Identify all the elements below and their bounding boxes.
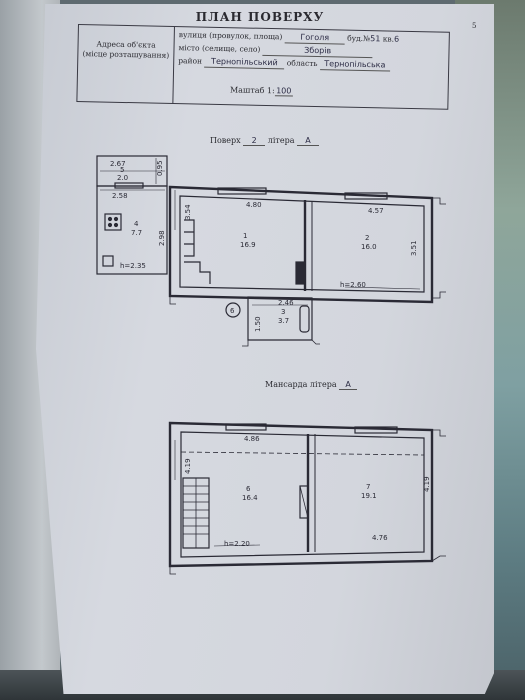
marker-6-text: 6 (230, 307, 235, 315)
room-7-number: 7 (366, 483, 370, 491)
burner-3 (107, 222, 113, 228)
room-1-area: 16.9 (240, 241, 256, 249)
attic-heading: Мансарда літера А (265, 380, 358, 390)
sink-room4 (102, 255, 114, 267)
burner-2 (113, 216, 119, 222)
marker-6-circle (225, 302, 241, 318)
room-6-area: 16.4 (242, 494, 258, 502)
attic-corner-tr (432, 429, 446, 437)
dim-4-57: 4.57 (368, 207, 384, 215)
room-6-number: 6 (246, 485, 251, 493)
height-attic: h=2.20 (224, 540, 250, 548)
floor2-letter-value: А (297, 136, 320, 146)
kitchen-stove (104, 213, 122, 231)
dim-4-80: 4.80 (246, 201, 262, 209)
room-7-area: 19.1 (361, 492, 377, 500)
floor2-letter-label: літера (267, 136, 295, 145)
dim-4-76: 4.76 (372, 534, 388, 542)
stove-attic-diag (299, 485, 309, 519)
height-left: h=2.35 (120, 262, 146, 270)
burner-1 (107, 216, 113, 222)
dim-line-h-2-20 (213, 544, 261, 547)
window-1 (217, 187, 267, 195)
window-2 (344, 192, 388, 200)
burner-4 (113, 222, 119, 228)
dim-2-58: 2.58 (112, 192, 128, 200)
dim-0-95: 0.95 (156, 160, 164, 176)
room-4-number: 4 (134, 220, 139, 228)
page-number: 5 (472, 22, 477, 30)
room-3-area: 3.7 (278, 317, 289, 325)
room-2-number: 2 (365, 234, 369, 242)
attic-slope-line (180, 451, 425, 456)
dim-1-50: 1.50 (254, 316, 262, 332)
corner-tick-br (432, 291, 446, 299)
bathtub (299, 305, 310, 333)
attic-corner-bl (169, 566, 176, 575)
attic-letter-label: літера (309, 380, 337, 389)
dim-line-2-60 (344, 286, 421, 290)
floor2-heading: Поверх 2 літера А (210, 136, 320, 146)
staircase-floor2-lower (184, 261, 211, 284)
dim-3-51: 3.51 (410, 240, 418, 256)
room-5-area: 2.0 (117, 174, 128, 182)
dim-4-86: 4.86 (244, 435, 260, 443)
room-1-number: 1 (243, 232, 247, 240)
page-title: ПЛАН ПОВЕРХУ (195, 10, 325, 24)
paper-sheet (36, 4, 494, 694)
room-5-number: 5 (120, 166, 124, 174)
dim-2-46: 2.46 (278, 299, 294, 307)
attic-window-1 (225, 423, 267, 431)
room-3-number: 3 (281, 308, 285, 316)
stove-attic (299, 485, 309, 519)
staircase-floor2 (184, 219, 195, 257)
room-4-area: 7.7 (131, 229, 142, 237)
corner-tick-tr (432, 197, 446, 205)
floor2-floor-value: 2 (243, 136, 266, 146)
corner-tick-bl (169, 296, 176, 305)
stove-room1 (295, 261, 305, 285)
height-right: h=2.60 (340, 281, 366, 289)
dim-3-54: 3.54 (184, 204, 192, 220)
attic-letter-value: А (339, 380, 358, 390)
attic-inner (180, 431, 425, 558)
attic-label: Мансарда (265, 380, 308, 389)
floor2-floor-label: Поверх (210, 136, 241, 145)
attic-window-2 (354, 426, 398, 434)
dim-4-19-left: 4.19 (184, 458, 192, 474)
attic-corner-br (431, 555, 446, 562)
main-floor-inner (179, 195, 425, 293)
room-2-area: 16.0 (361, 243, 377, 251)
dim-4-19-right: 4.19 (423, 476, 431, 492)
window-4 (114, 182, 144, 189)
dim-2-67: 2.67 (110, 160, 126, 168)
corner-tick-bl3 (242, 340, 249, 347)
room-4-outline (96, 185, 168, 275)
dim-2-98: 2.98 (158, 230, 166, 246)
corner-tick-br3 (311, 339, 320, 345)
